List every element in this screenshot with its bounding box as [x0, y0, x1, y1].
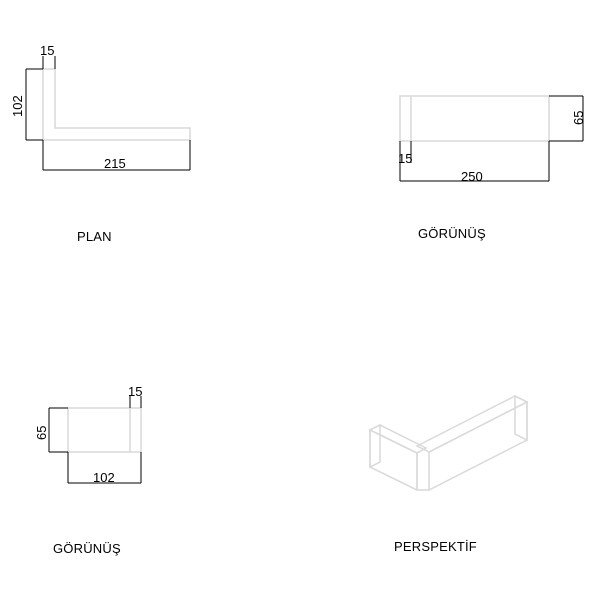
perspective-end-cap: [514, 394, 528, 442]
front-height-label: 65: [571, 111, 586, 125]
plan-l-shape-outline: [42, 68, 191, 141]
front-length-label: 250: [461, 169, 483, 184]
front-view-outline: [399, 95, 550, 142]
side-length-label: 102: [93, 470, 115, 485]
perspective-short-arm-end: [369, 423, 381, 469]
perspective-caption: PERSPEKTİF: [394, 539, 477, 554]
perspective-short-arm-front: [369, 428, 418, 492]
side-height-label: 65: [34, 426, 49, 440]
perspective-view: PERSPEKTİF: [368, 394, 529, 554]
plan-view: 15 102 215 PLAN: [10, 43, 191, 244]
side-view: 15 65 102 GÖRÜNÜŞ: [34, 384, 142, 556]
front-thickness-label: 15: [398, 151, 412, 166]
perspective-short-arm-top: [368, 424, 428, 454]
plan-caption: PLAN: [77, 229, 112, 244]
plan-length-label: 215: [104, 156, 126, 171]
front-view: 65 15 250 GÖRÜNÜŞ: [398, 95, 586, 241]
plan-thickness-label: 15: [40, 43, 54, 58]
front-view-caption: GÖRÜNÜŞ: [418, 226, 486, 241]
side-view-outline: [67, 407, 142, 453]
side-thickness-label: 15: [128, 384, 142, 399]
perspective-long-arm-top: [415, 395, 529, 453]
side-view-caption: GÖRÜNÜŞ: [53, 541, 121, 556]
plan-depth-label: 102: [10, 95, 25, 117]
